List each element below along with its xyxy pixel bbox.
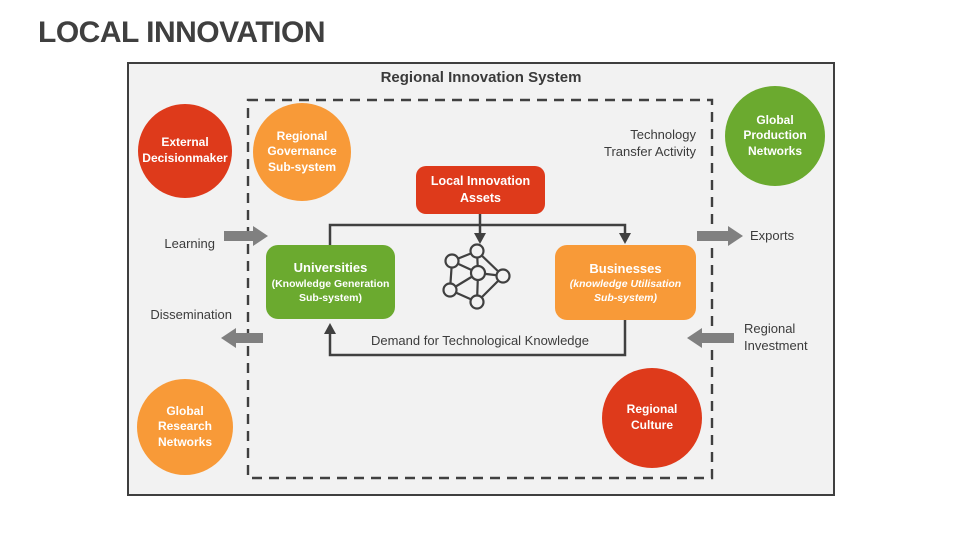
global-research-networks-circle: Global Research Networks xyxy=(137,379,233,475)
regional-culture-circle: Regional Culture xyxy=(602,368,702,468)
local-innovation-assets-label: Local Innovation Assets xyxy=(430,174,531,205)
local-innovation-assets-box: Local Innovation Assets xyxy=(416,166,545,214)
learning-label: Learning xyxy=(164,236,215,251)
page-title: LOCAL INNOVATION xyxy=(38,16,326,49)
external-decisionmaker-circle: External Decisionmaker xyxy=(138,104,232,198)
universities-subtitle: (Knowledge Generation Sub-system) xyxy=(271,277,390,304)
businesses-subtitle: (knowledge Utilisation Sub-system) xyxy=(569,278,682,305)
universities-box: Universities (Knowledge Generation Sub-s… xyxy=(266,245,395,319)
frame-title: Regional Innovation System xyxy=(380,69,582,86)
exports-label: Exports xyxy=(750,228,795,243)
businesses-box: Businesses (knowledge Utilisation Sub-sy… xyxy=(555,245,696,320)
businesses-title: Businesses xyxy=(589,260,662,276)
demand-label: Demand for Technological Knowledge xyxy=(370,333,589,348)
regional-governance-circle: Regional Governance Sub-system xyxy=(253,103,351,201)
regional-investment-label: Regional Investment xyxy=(744,321,808,353)
universities-title: Universities xyxy=(293,260,368,276)
dissemination-label: Dissemination xyxy=(150,307,232,322)
technology-transfer-label: Technology Transfer Activity xyxy=(604,127,696,159)
global-production-networks-circle: Global Production Networks xyxy=(725,86,825,186)
